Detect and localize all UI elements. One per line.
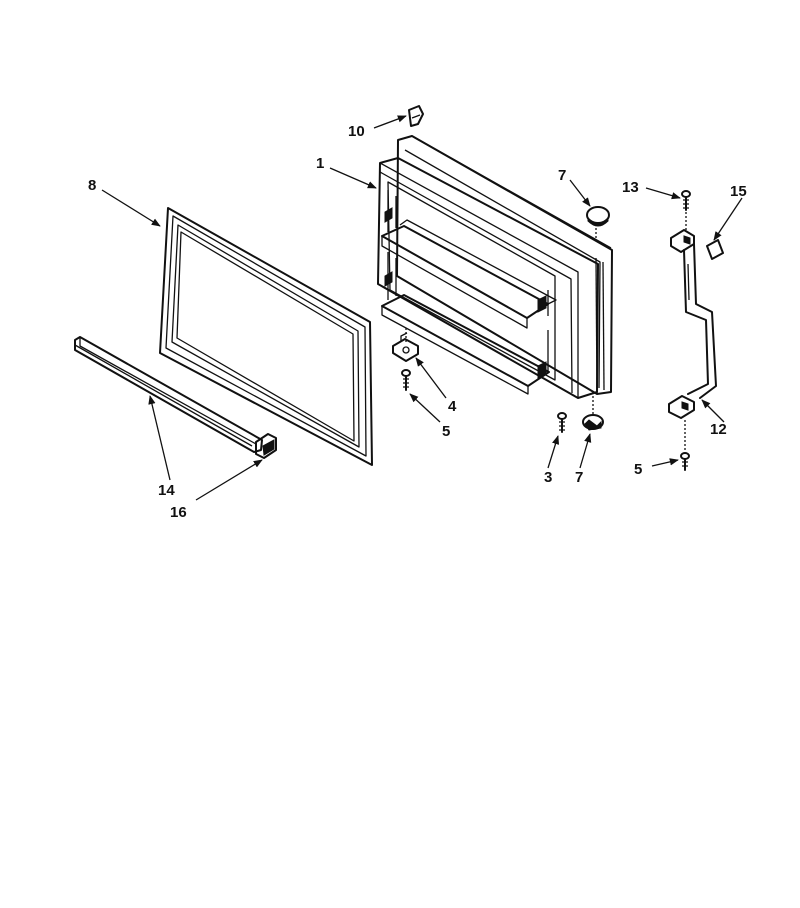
handle-screw-bottom bbox=[680, 420, 690, 471]
callouts: 8 1 10 7 13 15 4 5 3 7 12 5 14 16 bbox=[88, 123, 747, 521]
callout-13: 13 bbox=[622, 179, 639, 196]
hinge-cap-top bbox=[586, 206, 610, 227]
callout-3: 3 bbox=[544, 469, 552, 486]
leader-lines bbox=[101, 115, 743, 501]
callout-15: 15 bbox=[730, 183, 747, 200]
callout-12: 12 bbox=[710, 421, 727, 438]
callout-16: 16 bbox=[170, 504, 187, 521]
door-screw bbox=[557, 412, 567, 433]
callout-1: 1 bbox=[316, 155, 324, 172]
assembly-lines bbox=[405, 212, 687, 414]
bracket-screw bbox=[401, 369, 411, 391]
callout-14: 14 bbox=[158, 482, 175, 499]
callout-5-right: 5 bbox=[634, 461, 642, 478]
strip-clip bbox=[255, 433, 277, 459]
callout-4: 4 bbox=[448, 398, 457, 415]
callout-7-bottom: 7 bbox=[575, 469, 583, 486]
freezer-door-assembly bbox=[377, 135, 613, 399]
callout-10: 10 bbox=[348, 123, 365, 140]
hinge-bushing-bottom bbox=[582, 414, 604, 431]
door-handle bbox=[668, 229, 717, 419]
door-stop-bracket bbox=[392, 332, 419, 362]
door-gasket bbox=[159, 207, 373, 466]
callout-5-left: 5 bbox=[442, 423, 450, 440]
callout-8: 8 bbox=[88, 177, 96, 194]
callout-7-top: 7 bbox=[558, 167, 566, 184]
handle-nameplate bbox=[706, 239, 724, 260]
breaker-strip bbox=[74, 336, 263, 453]
handle-screw-top bbox=[681, 190, 691, 211]
top-plug bbox=[408, 105, 424, 127]
